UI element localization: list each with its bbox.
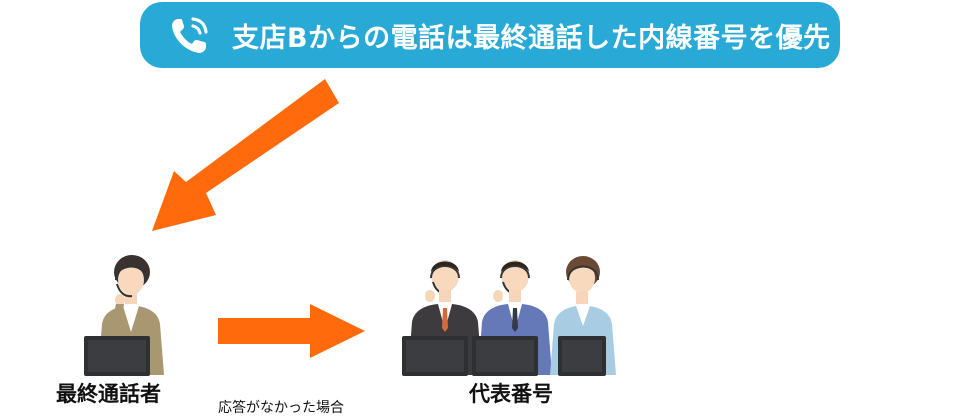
right-arrow-shape (218, 304, 365, 358)
header-banner: 支店Bからの電話は最終通話した内線番号を優先 (140, 2, 840, 68)
phone-ringing-icon (172, 17, 208, 53)
banner-text: 支店Bからの電話は最終通話した内線番号を優先 (232, 22, 831, 54)
diagonal-arrow-shape (152, 79, 339, 231)
transition-label: 応答がなかった場合 (218, 400, 344, 416)
main-number-operators (402, 256, 616, 376)
last-caller-operator (84, 255, 164, 376)
last-caller-label: 最終通話者 (56, 382, 161, 406)
main-number-label: 代表番号 (469, 382, 553, 406)
diagonal-arrow (152, 79, 339, 231)
right-arrow (218, 304, 365, 358)
